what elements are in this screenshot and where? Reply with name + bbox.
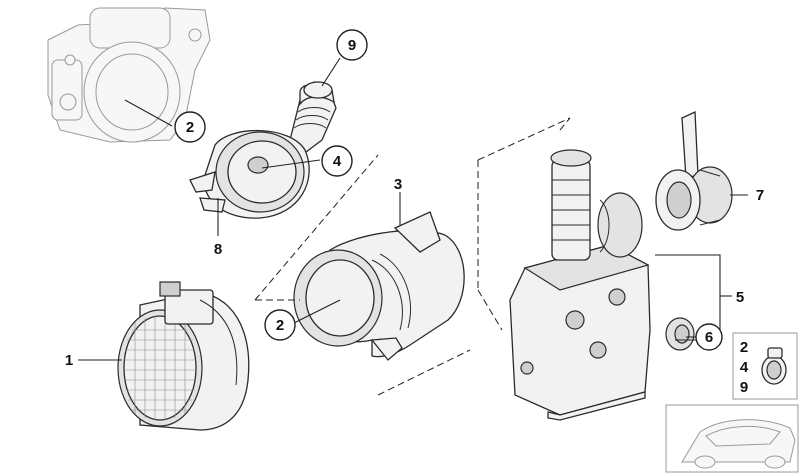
- adapter-part-8: [189, 129, 310, 219]
- clip-part-7: [655, 111, 733, 231]
- kit-item-3: 9: [740, 379, 748, 396]
- kit-item-2: 4: [740, 359, 749, 376]
- callout-2b-label: 2: [276, 317, 284, 334]
- airflow-meter-part-1: [117, 281, 250, 431]
- assembly-outline-duct: [254, 154, 471, 396]
- leader-9: [321, 57, 341, 87]
- callout-2b[interactable]: 2: [264, 309, 296, 341]
- callout-9-label: 9: [348, 37, 356, 54]
- mesh-grid: [124, 316, 196, 420]
- callout-5-label[interactable]: 5: [736, 289, 744, 306]
- callout-9[interactable]: 9: [336, 29, 368, 61]
- leader-4: [261, 159, 321, 169]
- vehicle-silhouette: [665, 404, 799, 473]
- callout-4[interactable]: 4: [321, 145, 353, 177]
- callout-1-label[interactable]: 1: [65, 352, 73, 369]
- leader-2a: [124, 99, 173, 127]
- intake-duct-part-3: [293, 211, 465, 361]
- hose-part-9: [289, 81, 337, 153]
- assembly-outline-housing: [477, 117, 571, 331]
- callout-4-label: 4: [333, 153, 342, 170]
- callout-8-label[interactable]: 8: [214, 241, 222, 258]
- callout-6-label: 6: [705, 329, 713, 346]
- callout-2a-label: 2: [186, 119, 194, 136]
- throttle-body: [47, 7, 211, 143]
- leader-2b: [289, 299, 341, 326]
- callout-6[interactable]: 6: [695, 323, 723, 351]
- grommet-part-6: [665, 317, 695, 351]
- kit-box: [732, 332, 798, 400]
- callout-3-label[interactable]: 3: [394, 176, 402, 193]
- callout-7-label[interactable]: 7: [756, 187, 764, 204]
- hose-clamp-icon: [761, 347, 787, 385]
- callout-2a[interactable]: 2: [174, 111, 206, 143]
- kit-item-1: 2: [740, 339, 748, 356]
- resonator-part-5: [509, 149, 651, 421]
